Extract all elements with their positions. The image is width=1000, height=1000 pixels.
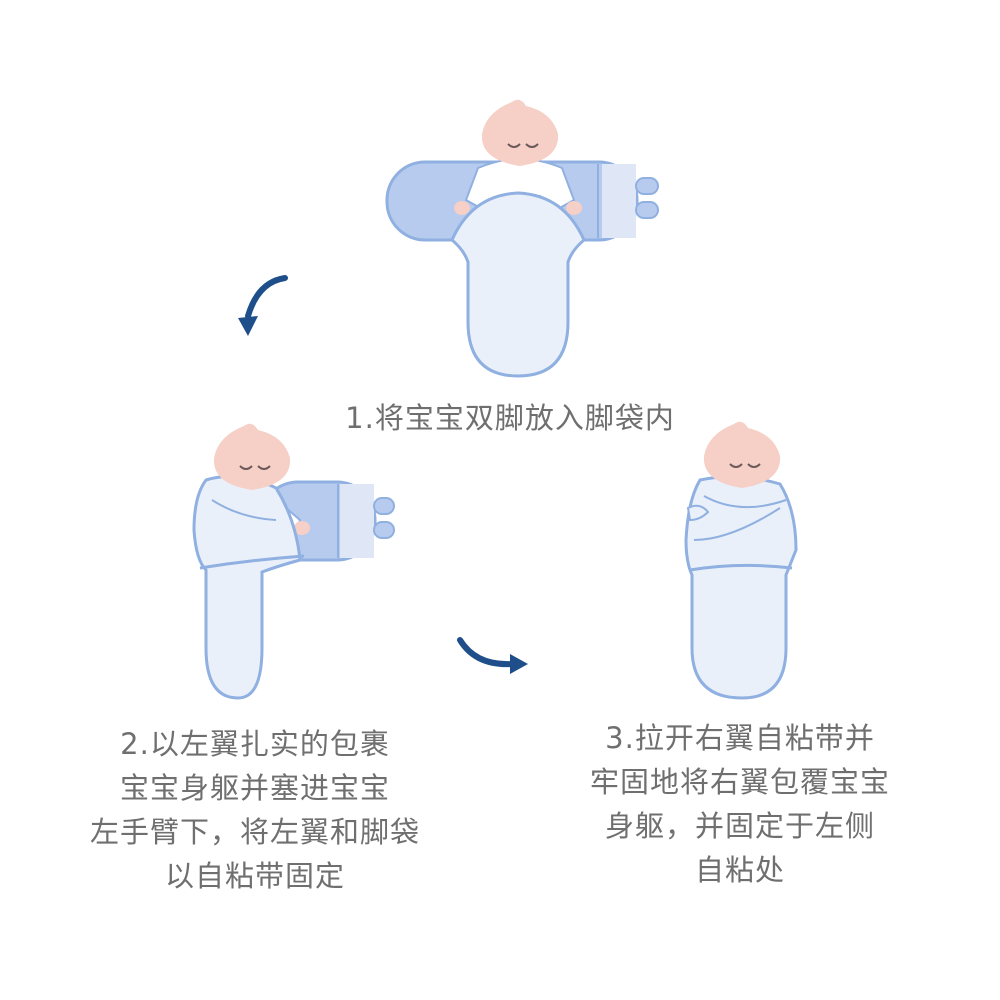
swaddle-step-3-illustration	[684, 421, 798, 700]
step-2-caption: 2.以左翼扎实的包裹 宝宝身躯并塞进宝宝 左手臂下，将左翼和脚袋 以自粘带固定	[40, 722, 470, 898]
caption-line: 牢固地将右翼包覆宝宝	[589, 765, 890, 799]
caption-line: 自粘处	[694, 853, 785, 887]
baby-head	[481, 99, 559, 166]
step-1-caption: 1.将宝宝双脚放入脚袋内	[300, 396, 720, 440]
swaddle-step-1-illustration	[385, 99, 659, 378]
curved-arrow-icon	[457, 637, 528, 674]
caption-line: 身躯，并固定于左侧	[604, 809, 875, 843]
caption-line: 2.以左翼扎实的包裹	[120, 727, 390, 761]
curved-arrow-icon	[238, 275, 288, 336]
caption-line: 1.将宝宝双脚放入脚袋内	[345, 401, 675, 435]
caption-line: 宝宝身躯并塞进宝宝	[119, 771, 390, 805]
baby-head	[703, 421, 781, 488]
step-3-caption: 3.拉开右翼自粘带并 牢固地将右翼包覆宝宝 身躯，并固定于左侧 自粘处	[545, 716, 935, 892]
baby-head	[213, 423, 291, 490]
caption-line: 左手臂下，将左翼和脚袋	[89, 815, 420, 849]
caption-line: 3.拉开右翼自粘带并	[605, 721, 875, 755]
caption-line: 以自粘带固定	[164, 859, 345, 893]
swaddle-step-2-illustration	[192, 423, 395, 700]
